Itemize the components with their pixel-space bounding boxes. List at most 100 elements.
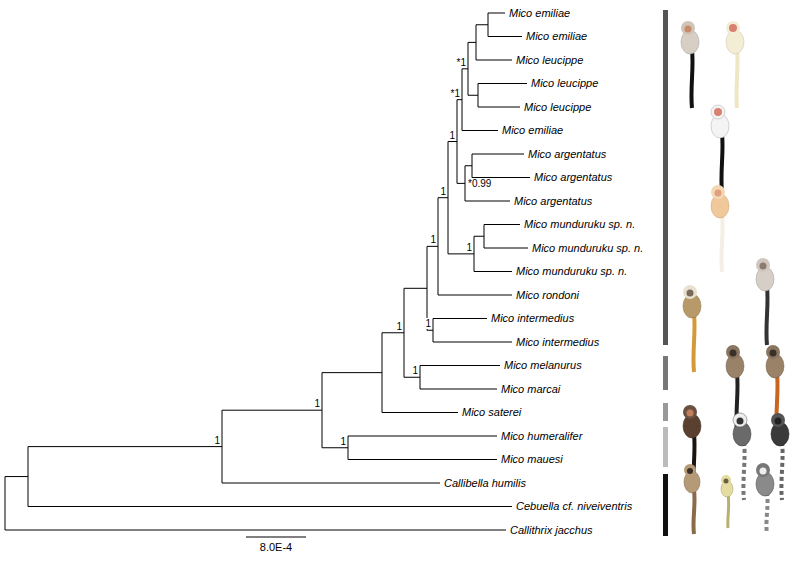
branch-line xyxy=(404,377,420,378)
monkey-illustration xyxy=(711,185,729,272)
branch-line xyxy=(484,224,520,225)
branch-line xyxy=(488,36,522,37)
support-value: 1 xyxy=(411,365,419,376)
branch-line xyxy=(474,271,512,272)
branch-line xyxy=(462,130,498,131)
taxon-name: Mico argentatus xyxy=(514,195,592,208)
branch-line xyxy=(484,248,528,249)
branch-line xyxy=(476,60,512,61)
monkey-illustration xyxy=(756,463,774,534)
group-bar xyxy=(663,403,668,421)
taxon-name: Mico munduruku sp. n. xyxy=(532,242,643,255)
support-value: 1 xyxy=(439,186,447,197)
branch-line xyxy=(5,477,6,530)
branch-line xyxy=(462,68,468,69)
branch-line xyxy=(28,506,512,507)
scale-label: 8.0E-4 xyxy=(260,541,292,554)
branch-line xyxy=(420,389,497,390)
taxon-name: Mico marcai xyxy=(501,383,560,396)
branch-line xyxy=(468,42,476,43)
branch-line xyxy=(474,236,484,237)
branch-line xyxy=(222,483,440,484)
branch-line xyxy=(488,13,505,14)
support-value: 1 xyxy=(465,242,473,253)
taxon-name: Cebuella cf. niveiventris xyxy=(516,500,632,513)
monkey-illustration xyxy=(683,405,701,492)
branch-line xyxy=(457,99,462,100)
taxon-name: Mico leucippe xyxy=(524,101,591,114)
taxon-name: Mico emiliae xyxy=(502,124,563,137)
monkey-illustration xyxy=(756,258,774,345)
branch-line xyxy=(448,253,474,254)
taxon-name: Callibella humilis xyxy=(444,477,526,490)
branch-line xyxy=(465,165,472,166)
taxon-name: Mico argentatus xyxy=(534,171,612,184)
taxon-name: Mico munduruku sp. n. xyxy=(516,265,627,278)
taxon-name: Mico saterei xyxy=(462,406,521,419)
group-bar xyxy=(663,427,668,467)
taxon-name: Mico munduruku sp. n. xyxy=(524,218,635,231)
branch-line xyxy=(420,365,500,366)
branch-line xyxy=(457,183,465,184)
monkey-illustration xyxy=(726,21,744,108)
branch-line xyxy=(5,530,506,531)
monkey-illustration xyxy=(766,345,784,432)
taxon-name: Mico emiliae xyxy=(526,30,587,43)
support-value: 1 xyxy=(429,234,437,245)
taxon-name: Mico melanurus xyxy=(504,359,582,372)
monkey-illustration xyxy=(684,464,700,534)
branch-line xyxy=(478,83,527,84)
branch-line xyxy=(438,197,448,198)
support-value: *1 xyxy=(456,57,467,68)
branch-line xyxy=(427,330,433,331)
branch-line xyxy=(468,95,478,96)
monkey-illustration xyxy=(721,475,733,528)
branch-line xyxy=(5,476,28,477)
branch-line xyxy=(382,412,458,413)
branch-line xyxy=(478,107,520,108)
branch-line xyxy=(348,459,497,460)
taxon-name: Mico rondoni xyxy=(516,289,579,302)
branch-line xyxy=(433,342,512,343)
branch-line xyxy=(382,332,404,333)
monkey-illustration xyxy=(711,105,729,192)
branch-line xyxy=(433,318,487,319)
support-value: 1 xyxy=(395,321,403,332)
branch-line xyxy=(472,154,524,155)
support-value: 1 xyxy=(213,435,221,446)
branch-line xyxy=(465,201,510,202)
taxon-name: Mico argentatus xyxy=(528,148,606,161)
support-value: *1 xyxy=(450,88,461,99)
taxon-name: Mico humeralifer xyxy=(501,430,582,443)
support-value: *0.99 xyxy=(467,178,492,189)
taxon-name: Mico leucippe xyxy=(531,77,598,90)
taxon-name: Mico mauesi xyxy=(501,453,563,466)
support-value: 1 xyxy=(313,398,321,409)
branch-line xyxy=(222,410,322,411)
branch-line xyxy=(348,436,497,437)
branch-line xyxy=(427,246,438,247)
branch-line xyxy=(246,537,306,538)
group-bar xyxy=(663,474,668,536)
group-bar xyxy=(663,10,668,345)
monkey-illustration xyxy=(683,285,701,372)
group-bar xyxy=(663,356,668,390)
monkey-illustration xyxy=(733,413,751,500)
branch-line xyxy=(322,372,382,373)
branch-line xyxy=(476,24,488,25)
support-value: 1 xyxy=(448,130,456,141)
branch-line xyxy=(404,288,427,289)
branch-line xyxy=(438,295,512,296)
branch-line xyxy=(322,447,348,448)
taxon-name: Mico leucippe xyxy=(516,54,583,67)
taxon-name: Callithrix jacchus xyxy=(510,524,593,537)
monkey-illustration xyxy=(681,21,699,108)
taxon-name: Mico intermedius xyxy=(516,336,599,349)
taxon-name: Mico emiliae xyxy=(509,7,570,20)
branch-line xyxy=(28,446,222,447)
taxon-name: Mico intermedius xyxy=(491,312,574,325)
support-value: 1 xyxy=(424,318,432,329)
